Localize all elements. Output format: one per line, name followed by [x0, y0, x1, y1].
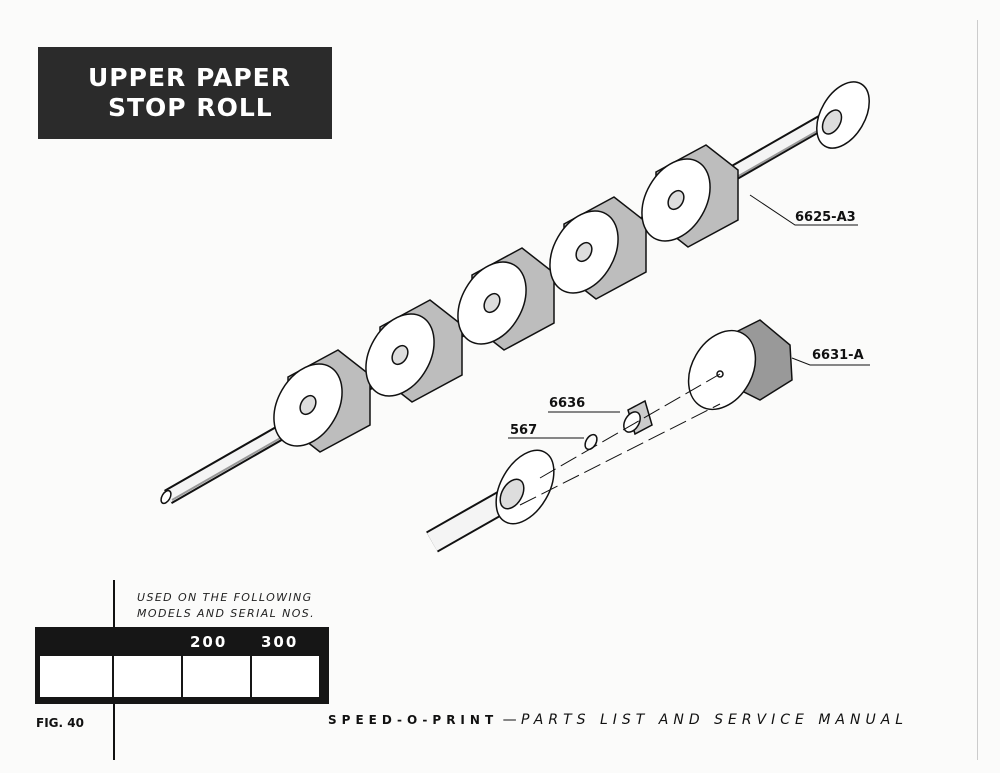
- table-cell: [114, 656, 181, 697]
- rollers: [273, 144, 739, 453]
- leader-lines: [508, 194, 870, 439]
- table-cell: [252, 656, 319, 697]
- used-on-line-1: USED ON THE FOLLOWING: [137, 591, 313, 604]
- end-flange: [816, 81, 870, 149]
- part-label-hub: 6631-A: [812, 348, 864, 363]
- hub-6631-A: [687, 319, 793, 411]
- part-label-shaft: 6625-A3: [795, 210, 856, 225]
- brand-name: SPEED-O-PRINT: [328, 713, 499, 727]
- table-cell: [183, 656, 250, 697]
- page-title: UPPER PAPER STOP ROLL: [38, 47, 332, 139]
- model-header-200: 200: [190, 633, 228, 651]
- part-label-bushing: 6636: [549, 396, 586, 411]
- used-on-caption: USED ON THE FOLLOWING MODELS AND SERIAL …: [137, 590, 315, 622]
- footer-dash: —: [502, 712, 517, 728]
- clip-567: [584, 433, 598, 451]
- bushing-6636: [623, 399, 653, 436]
- models-table: 200 300: [35, 627, 329, 704]
- manual-title: PARTS LIST AND SERVICE MANUAL: [521, 712, 909, 728]
- table-cell: [40, 656, 112, 697]
- used-on-line-2: MODELS AND SERIAL NOS.: [137, 607, 316, 620]
- title-line-1: UPPER PAPER: [88, 63, 292, 92]
- assembly-lines: [519, 373, 721, 506]
- title-line-2: STOP ROLL: [108, 93, 273, 122]
- model-header-300: 300: [261, 633, 299, 651]
- page-edge: [977, 20, 978, 760]
- footer: SPEED-O-PRINT — PARTS LIST AND SERVICE M…: [328, 712, 908, 728]
- part-label-clip: 567: [510, 423, 538, 438]
- figure-number: FIG. 40: [36, 716, 84, 730]
- lower-shaft: [426, 449, 555, 553]
